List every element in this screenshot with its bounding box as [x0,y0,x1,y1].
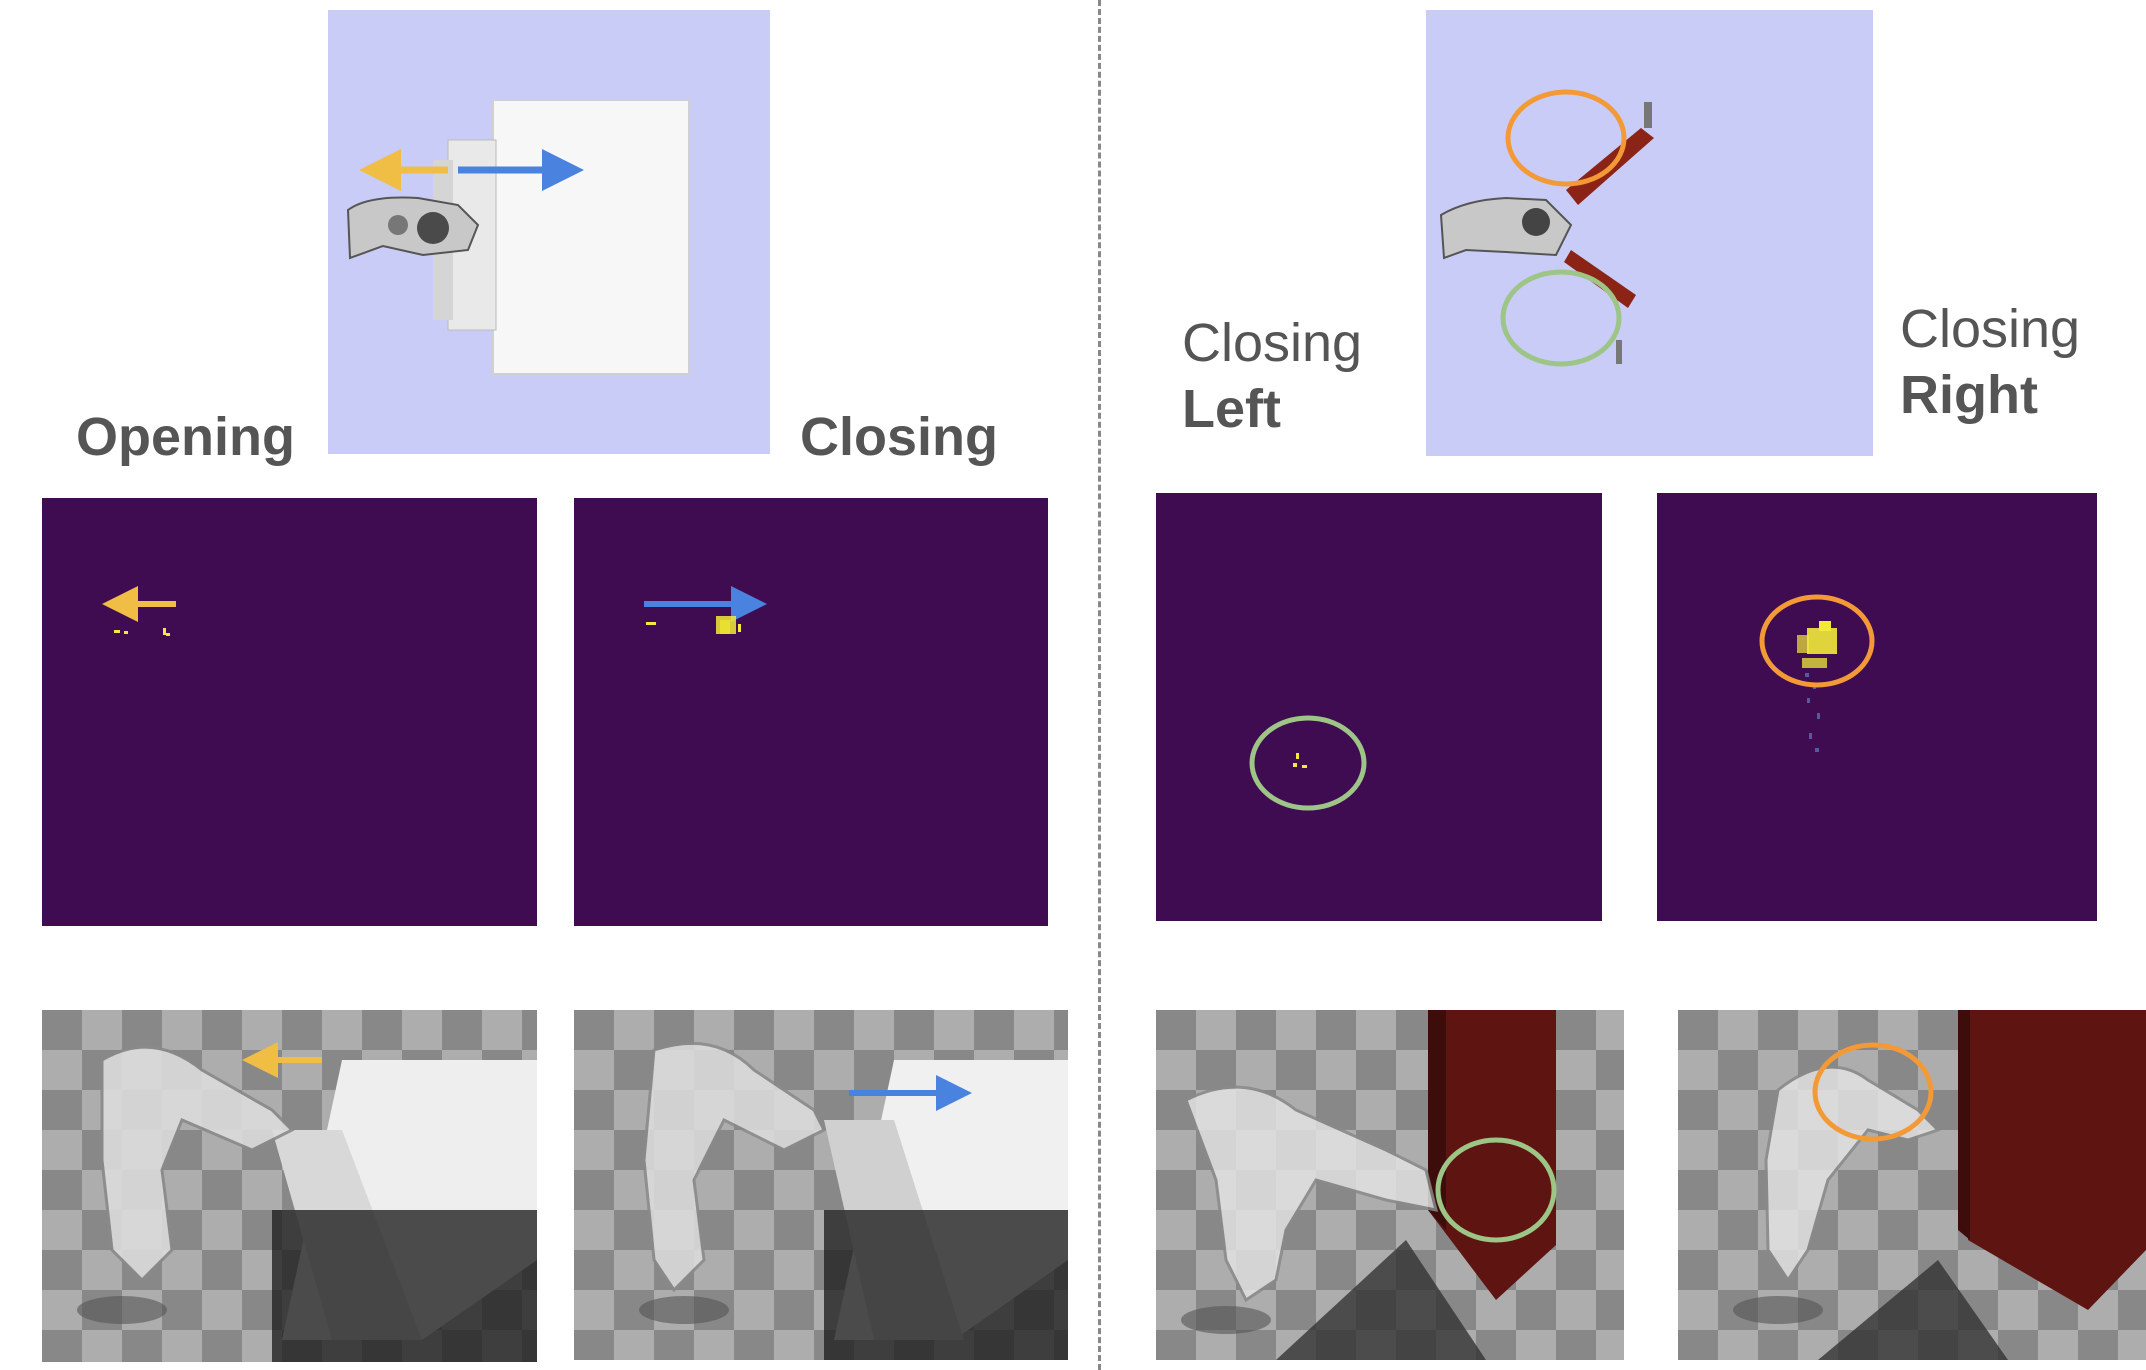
heatmap-closing-left [1156,493,1602,921]
render-closing [574,1010,1068,1360]
orange-circle-icon [1812,1042,1934,1142]
top-view-cabinet [1426,10,1873,456]
heatmap-closing-right [1657,493,2097,921]
green-circle-icon [1435,1137,1557,1243]
top-view-drawer [328,10,770,454]
label-opening: Opening [76,407,295,467]
green-circle-icon [1249,715,1367,811]
label-closing-left-line1: Closing [1182,313,1363,373]
render-closing-right [1678,1010,2146,1360]
orange-circle-icon [1505,89,1627,187]
section-divider [1098,0,1101,1370]
label-closing-left-line2: Left [1182,379,1281,439]
label-closing: Closing [800,407,998,467]
label-closing-right-line1: Closing [1900,299,2081,359]
render-closing-left [1156,1010,1624,1360]
orange-circle-icon [1759,594,1875,688]
render-opening [42,1010,537,1362]
heatmap-closing [574,498,1048,926]
green-circle-icon [1500,269,1622,367]
label-closing-right-line2: Right [1900,365,2038,425]
heatmap-opening [42,498,537,926]
